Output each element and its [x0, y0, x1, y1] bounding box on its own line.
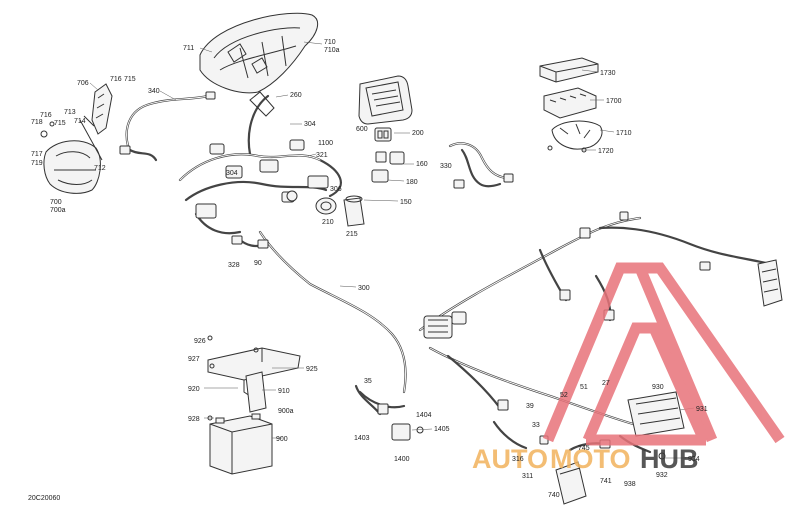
callout-1400: 1400: [394, 456, 410, 463]
callout-labels: 711 710 710a 706 716 715 340 260 716 713…: [31, 39, 708, 499]
callout-90: 90: [254, 260, 262, 267]
callout-711: 711: [183, 45, 194, 52]
callout-717: 717: [31, 151, 43, 158]
callout-716: 716: [40, 112, 52, 119]
parts-drawing: [40, 12, 783, 505]
callout-52: 52: [560, 392, 568, 399]
switch-blocks: [371, 127, 405, 183]
watermark-auto: AUTO: [472, 444, 548, 474]
rear-module: [354, 384, 424, 441]
callout-700: 700: [50, 199, 62, 206]
callout-714: 714: [74, 118, 86, 125]
relays: [315, 195, 365, 227]
callout-927: 927: [188, 356, 200, 363]
callout-304: 304: [304, 121, 316, 128]
callout-210: 210: [322, 219, 334, 226]
gauge-cluster: [358, 75, 413, 125]
callout-1730: 1730: [600, 70, 616, 77]
callout-718: 718: [31, 119, 43, 126]
front-harness: [119, 91, 216, 162]
callout-35: 35: [364, 378, 372, 385]
callout-51: 51: [580, 384, 588, 391]
callout-260: 260: [290, 92, 302, 99]
callout-300: 300: [358, 285, 370, 292]
callout-930: 930: [652, 384, 664, 391]
callout-932: 932: [656, 472, 668, 479]
callout-33: 33: [532, 422, 540, 429]
callout-1720: 1720: [598, 148, 614, 155]
lower-left-harness: [231, 235, 269, 249]
callout-910: 910: [278, 388, 290, 395]
callout-920: 920: [188, 386, 200, 393]
callout-934: 934: [688, 456, 700, 463]
watermark-moto: MOTO: [550, 444, 631, 474]
callout-926: 926: [194, 338, 206, 345]
callout-150: 150: [400, 199, 412, 206]
callout-180: 180: [406, 179, 418, 186]
callout-745: 745: [578, 445, 590, 452]
watermark: AUTO MOTO HUB: [472, 262, 785, 474]
callout-330: 330: [440, 163, 452, 170]
steering-harness: [448, 142, 514, 189]
callout-1100: 1100: [318, 140, 333, 147]
callout-712: 712: [94, 165, 106, 172]
headlight-bracket: [40, 83, 113, 194]
headlight-bezel: [199, 12, 319, 94]
callout-306: 306: [330, 186, 342, 193]
callout-200: 200: [412, 130, 424, 137]
watermark-logo-shape: [542, 262, 785, 446]
module-assembly: [539, 57, 603, 153]
callout-304: 304: [226, 170, 238, 177]
callout-1710: 1710: [616, 130, 632, 137]
callout-719: 719: [31, 160, 43, 167]
callout-713: 713: [64, 109, 76, 116]
diagram-code: 20C20060: [28, 495, 60, 502]
callout-1700: 1700: [606, 98, 622, 105]
callout-27: 27: [602, 380, 610, 387]
callout-710a: 710a: [324, 47, 340, 54]
callout-931: 931: [696, 406, 708, 413]
callout-900: 900: [276, 436, 288, 443]
watermark-hub: HUB: [640, 444, 699, 474]
callout-316: 316: [512, 456, 524, 463]
leader-lines: [89, 41, 695, 459]
callout-741: 741: [600, 478, 612, 485]
callout-925: 925: [306, 366, 318, 373]
callout-215: 215: [346, 231, 358, 238]
callout-700a: 700a: [50, 207, 66, 214]
callout-715: 715: [54, 120, 66, 127]
callout-160: 160: [416, 161, 428, 168]
callout-1405: 1405: [434, 426, 450, 433]
callout-321: 321: [316, 152, 328, 159]
main-harness: [258, 211, 783, 428]
callout-39: 39: [526, 403, 534, 410]
callout-900a: 900a: [278, 408, 294, 415]
callout-706: 706: [77, 80, 89, 87]
callout-715: 715: [124, 76, 136, 83]
callout-600: 600: [356, 126, 368, 133]
callout-716: 716: [110, 76, 122, 83]
callout-710: 710: [324, 39, 336, 46]
battery-assembly: [207, 335, 301, 475]
callout-328: 328: [228, 262, 240, 269]
callout-311: 311: [522, 473, 533, 480]
callout-1404: 1404: [416, 412, 432, 419]
callout-340: 340: [148, 88, 160, 95]
callout-740: 740: [548, 492, 560, 499]
central-harness-cluster: [178, 91, 342, 235]
callout-928: 928: [188, 416, 200, 423]
callout-938: 938: [624, 481, 636, 488]
callout-1403: 1403: [354, 435, 370, 442]
